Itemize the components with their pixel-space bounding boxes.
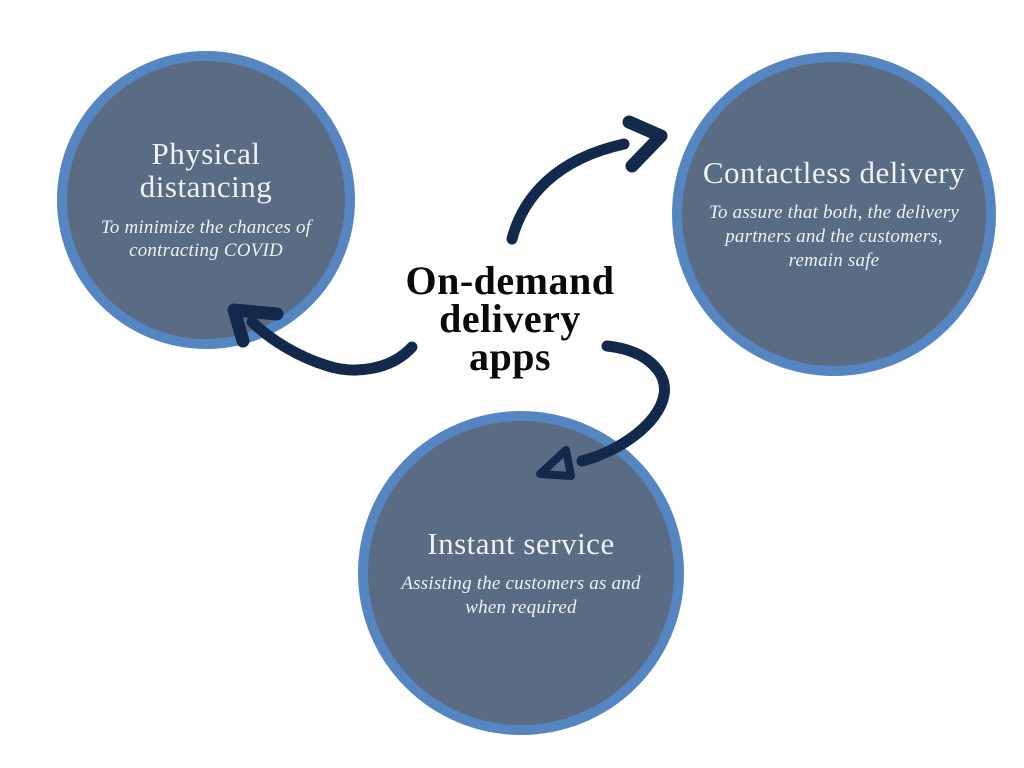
node-description-line: remain safe: [788, 249, 880, 271]
node-description: To assure that both, the delivery partne…: [709, 201, 959, 272]
node-description-line: To minimize the chances of: [100, 216, 312, 238]
node-instant-service: Instant service Assisting the customers …: [358, 411, 684, 735]
node-title-line: Physical: [151, 135, 261, 171]
diagram-title: On-demand delivery apps: [360, 258, 660, 379]
node-description: To minimize the chances of contracting C…: [101, 216, 311, 264]
arrow-head-icon: [622, 115, 668, 173]
node-description: Assisting the customers as and when requ…: [401, 572, 640, 620]
node-title-line: Instant service: [427, 525, 615, 561]
arrow-to-contactless-delivery: [506, 115, 668, 245]
node-physical-distancing: Physical distancing To minimize the chan…: [57, 51, 355, 349]
diagram-title-line: On-demand: [405, 258, 615, 303]
node-description-line: Assisting the customers as and: [401, 572, 641, 594]
node-description-line: when required: [465, 596, 577, 618]
node-title: Contactless delivery: [702, 154, 966, 190]
diagram-title-line: delivery: [439, 296, 581, 341]
node-title-line: distancing: [139, 169, 273, 205]
arrow-body: [506, 138, 630, 245]
node-description-line: To assure that both, the delivery: [708, 202, 960, 224]
node-title-line: Contactless delivery: [702, 154, 966, 190]
node-description-line: contracting COVID: [129, 240, 283, 262]
diagram-title-line: apps: [468, 334, 552, 379]
node-title: Instant service: [427, 525, 615, 561]
node-description-line: partners and the customers,: [725, 225, 943, 247]
node-title: Physical distancing: [139, 135, 273, 205]
node-contactless-delivery: Contactless delivery To assure that both…: [672, 52, 996, 376]
